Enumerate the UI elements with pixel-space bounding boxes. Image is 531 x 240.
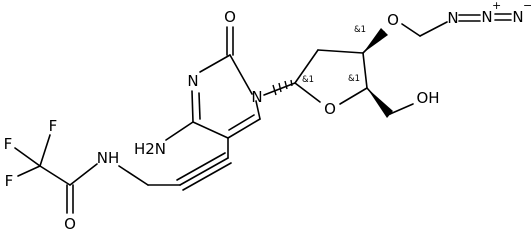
bond-camide-cf3 (39, 165, 71, 186)
atom-o-amide: O (64, 215, 76, 233)
atom-amino: H2N (134, 140, 166, 158)
bond-triple-c (182, 162, 232, 191)
atom-labels: O N N H2N O OH O N N N NH O F F F + − &1… (4, 0, 531, 233)
stereo-label-c3prime: &1 (354, 25, 366, 35)
wedge-c3prime-o (363, 28, 388, 53)
atom-amide-nh: NH (97, 149, 120, 167)
stereo-label-c4prime: &1 (348, 74, 360, 84)
bond-triple-a (179, 157, 229, 186)
bond-c4p-o (339, 87, 368, 105)
atom-n3-ring: N (187, 72, 198, 90)
atom-n-azide-3: N (512, 8, 523, 26)
bond-cf3-f-left (14, 147, 41, 167)
bond-c2p-c3p (317, 49, 364, 54)
bond-cf3-f-bottom (17, 165, 41, 177)
bond-o-c1p (294, 82, 321, 103)
hash-wedge-c1prime (272, 79, 293, 96)
atom-f-top: F (49, 117, 58, 135)
bond-c4-n3-inner (198, 92, 201, 120)
atom-f-bottom: F (5, 172, 14, 190)
bond-n1-c6 (255, 100, 261, 120)
bond-c4-nh2 (165, 121, 194, 141)
bond-triple-b (176, 152, 226, 181)
stereo-label-c1prime: &1 (302, 75, 314, 85)
bond-ch2-nh (118, 165, 149, 186)
bond-c1p-c2p (294, 49, 319, 84)
bond-c4-n3 (191, 90, 194, 123)
atom-o-hydroxyl: OH (416, 89, 439, 107)
atom-o-furanose: O (324, 100, 336, 118)
bond-ch2-oh (389, 103, 414, 115)
bond-c6-c5-inner (228, 114, 255, 131)
bond-oether-ch2 (401, 23, 421, 37)
atom-o-carbonyl-ring: O (224, 8, 236, 26)
bond-nh-camide (69, 163, 98, 186)
bond-cf3-f-top (39, 134, 51, 167)
bond-n3-c2 (199, 54, 231, 73)
bond-c5-c4 (192, 121, 229, 139)
atom-n-azide-2: N (481, 8, 492, 26)
wedge-c4prime-ch2 (367, 88, 393, 118)
atom-o-ether: O (387, 11, 399, 29)
atom-f-left: F (4, 135, 13, 153)
bond-ch2-n-azide (419, 21, 448, 37)
bond-c6-c5 (227, 118, 261, 139)
charge-azide-plus: + (492, 0, 501, 12)
stereo-bonds (272, 28, 393, 118)
bond-c3p-c4p (362, 52, 368, 89)
atom-n1-ring: N (251, 88, 262, 106)
bonds (14, 13, 512, 214)
atom-n-azide-1: N (447, 9, 458, 27)
charge-azide-minus: − (523, 0, 531, 12)
bond-n1-c1prime (263, 82, 296, 96)
bond-c2-n1 (229, 54, 253, 95)
